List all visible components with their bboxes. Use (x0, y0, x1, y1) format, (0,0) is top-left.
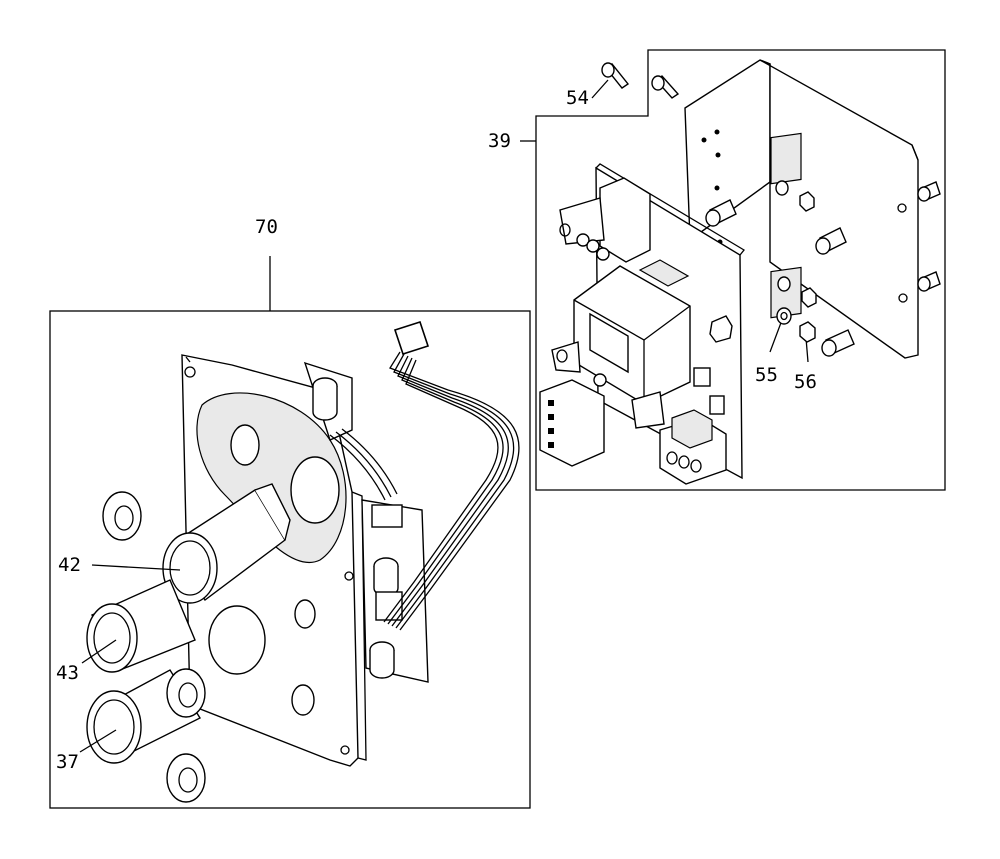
part-54-leader (591, 79, 609, 99)
part-55-label: 55 (755, 364, 778, 386)
ribbon-cable (329, 320, 520, 631)
assembly-70-label: 70 (255, 216, 278, 238)
part-37-leader (79, 729, 117, 753)
front-plate (181, 354, 367, 767)
assembly-70-group: 70 (49, 216, 531, 809)
nut-56 (799, 321, 816, 343)
part-55-leader (769, 319, 783, 353)
assembly-39-group: 39 (488, 49, 946, 491)
power-pcb (539, 163, 745, 485)
part-43-leader (81, 639, 117, 664)
washer-55 (776, 307, 792, 325)
assembly-39-label: 39 (488, 130, 511, 152)
part-43-label: 43 (56, 662, 79, 684)
screw-54 (601, 62, 680, 99)
washer-upper (102, 491, 142, 541)
part-54-label: 54 (566, 87, 589, 109)
part-42-leader (91, 564, 181, 571)
knob-sleeve-43 (86, 579, 196, 673)
washer-lower (166, 753, 206, 803)
part-37-label: 37 (56, 751, 79, 773)
assembly-70-frame (49, 310, 531, 809)
knob-sleeve-42 (162, 483, 291, 604)
part-56-label: 56 (794, 371, 817, 393)
assembly-39-frame (535, 49, 946, 491)
control-pcb-strip (303, 361, 429, 683)
washer-middle (166, 668, 206, 718)
standoffs (705, 181, 941, 357)
mounting-bracket (684, 59, 919, 359)
part-42-label: 42 (58, 554, 81, 576)
